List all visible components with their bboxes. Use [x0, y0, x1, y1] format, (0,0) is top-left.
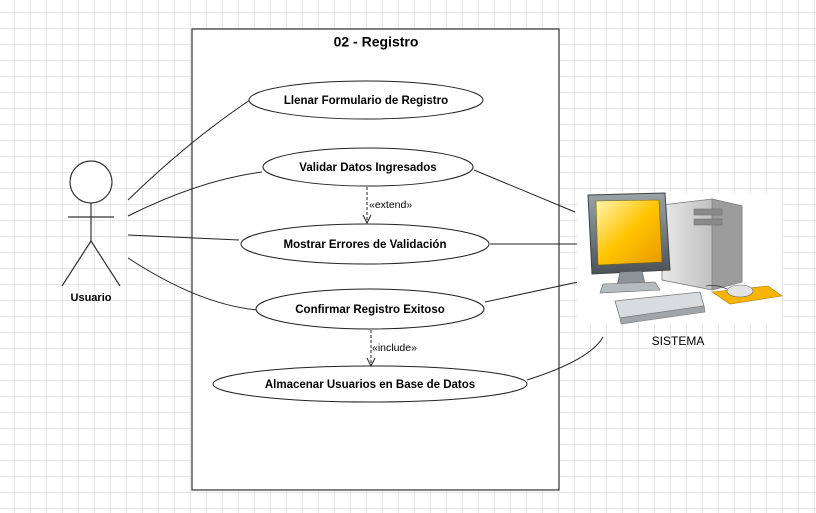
use-case-uc5[interactable]: Almacenar Usuarios en Base de Datos: [212, 365, 528, 403]
use-case-label: Almacenar Usuarios en Base de Datos: [265, 379, 475, 391]
use-case-label: Validar Datos Ingresados: [299, 162, 436, 174]
include-relation: «include»: [366, 330, 417, 368]
actor-user[interactable]: [61, 160, 121, 287]
use-case-uc1[interactable]: Llenar Formulario de Registro: [248, 80, 484, 120]
actor-left-leg: [61, 240, 92, 287]
actor-head: [69, 160, 113, 204]
use-case-label: Mostrar Errores de Validación: [284, 239, 447, 251]
assoc-user-uc4: [127, 257, 259, 311]
arrowhead-icon: [366, 357, 376, 368]
use-case-uc2[interactable]: Validar Datos Ingresados: [262, 147, 474, 187]
assoc-system-uc2: [473, 169, 576, 213]
monitor-screen: [595, 199, 663, 266]
drive-bay: [693, 218, 723, 226]
system-associations: [473, 169, 604, 381]
system-title: 02 - Registro: [334, 34, 419, 50]
computer-icon[interactable]: [577, 192, 783, 325]
actor-associations: [127, 99, 263, 311]
drive-bay: [693, 208, 723, 216]
assoc-user-uc2: [127, 171, 263, 217]
mouse: [726, 284, 754, 298]
monitor-base: [599, 281, 661, 294]
actor-right-leg: [90, 240, 121, 287]
extend-label: «extend»: [369, 199, 412, 211]
assoc-system-uc4: [484, 281, 579, 303]
actor-user-label: Usuario: [71, 292, 112, 304]
use-case-label: Llenar Formulario de Registro: [284, 95, 448, 107]
use-case-uc4[interactable]: Confirmar Registro Exitoso: [255, 288, 485, 330]
include-label: «include»: [372, 342, 417, 354]
assoc-system-uc5: [526, 336, 604, 381]
arrowhead-icon: [362, 214, 372, 225]
assoc-user-uc1: [127, 99, 251, 201]
extend-relation: «extend»: [362, 187, 412, 225]
actor-system-label: SISTEMA: [652, 334, 705, 348]
use-case-label: Confirmar Registro Exitoso: [295, 304, 445, 316]
assoc-user-uc3: [127, 234, 240, 241]
use-case-uc3[interactable]: Mostrar Errores de Validación: [240, 223, 490, 265]
